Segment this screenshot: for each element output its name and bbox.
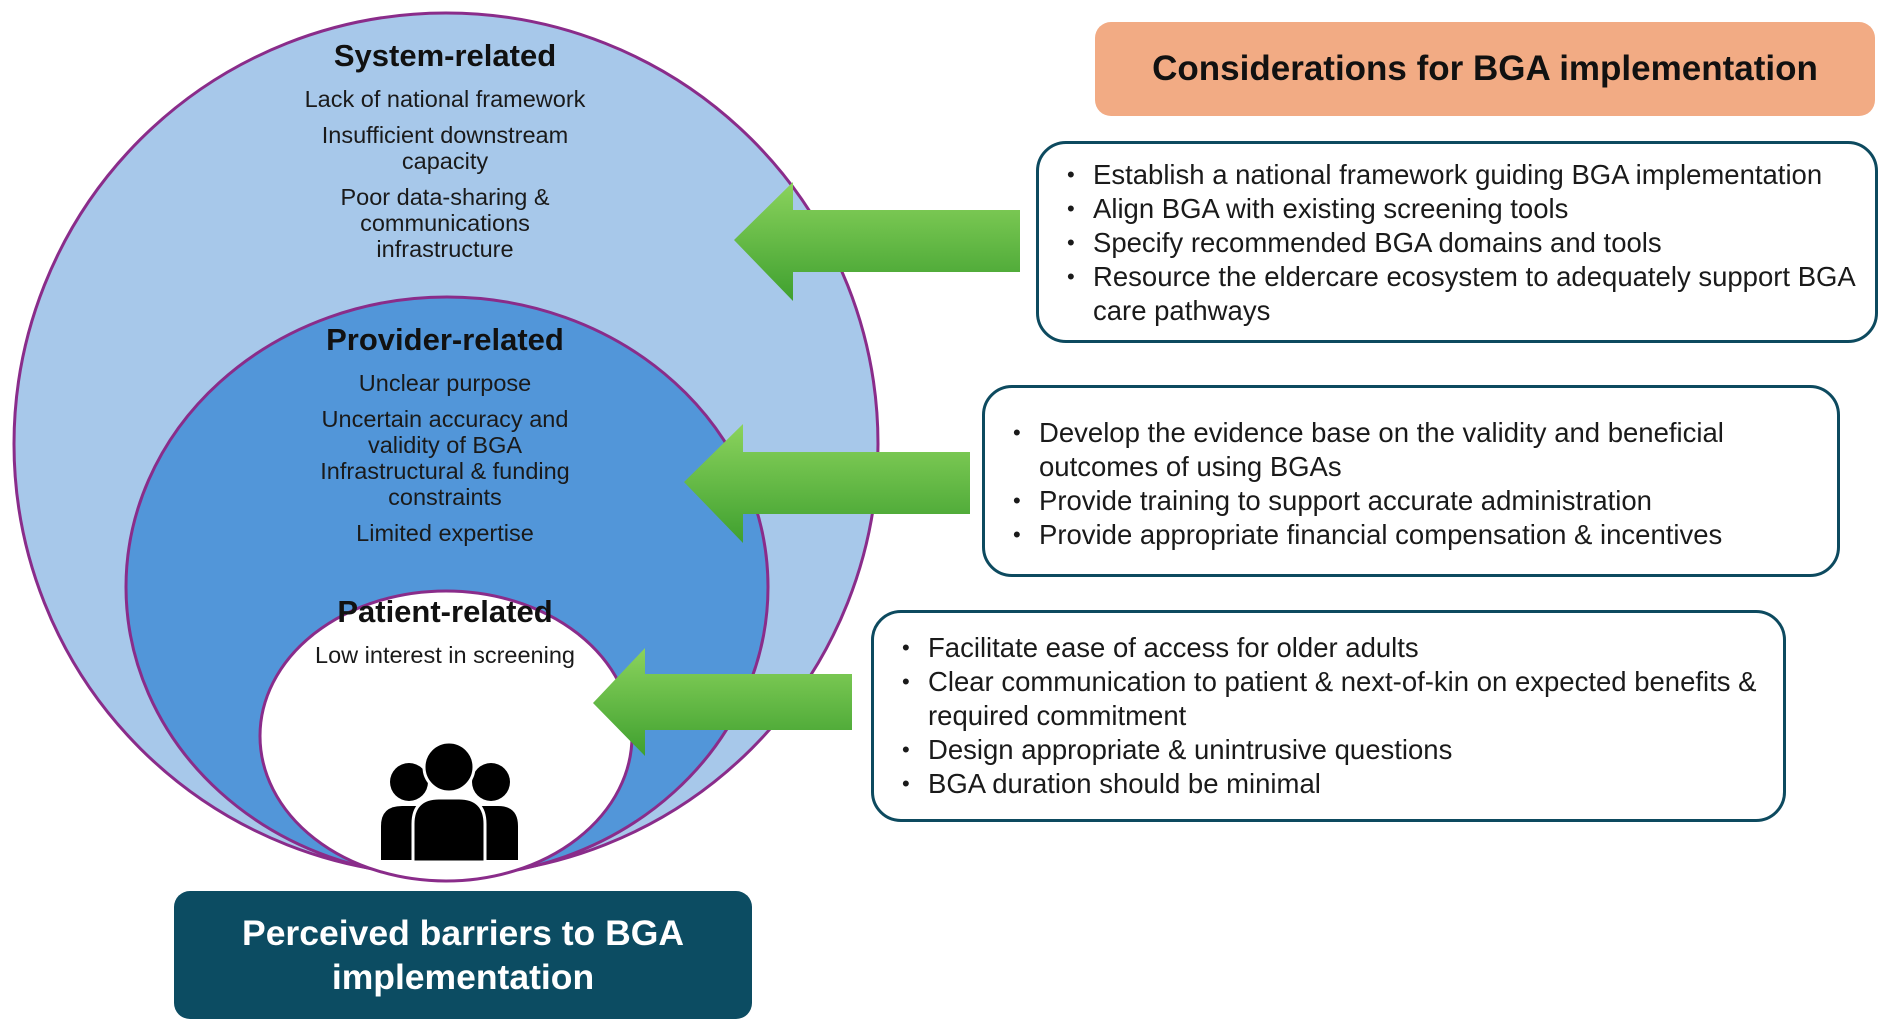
patient-considerations-list: Facilitate ease of access for older adul… (892, 631, 1765, 801)
system-related-section: System-related Lack of national framewor… (290, 38, 600, 272)
provider-barrier-item: Unclear purpose (358, 370, 532, 396)
patient-related-title: Patient-related (337, 594, 553, 629)
system-arrow-icon (734, 182, 1020, 301)
provider-barrier-item: Uncertain accuracy and validity of BGA (321, 406, 569, 458)
patient-related-section: Patient-related Low interest in screenin… (300, 594, 590, 678)
patient-consideration-item: Facilitate ease of access for older adul… (892, 631, 1765, 665)
provider-consideration-item: Provide appropriate financial compensati… (1003, 518, 1819, 552)
system-barrier-item: Poor data-sharing & communications infra… (340, 184, 550, 262)
considerations-header: Considerations for BGA implementation (1095, 22, 1875, 116)
people-group-icon (381, 740, 518, 864)
system-consideration-item: Resource the eldercare ecosystem to adeq… (1057, 260, 1857, 328)
patient-considerations-box: Facilitate ease of access for older adul… (871, 610, 1786, 822)
provider-consideration-item: Develop the evidence base on the validit… (1003, 416, 1819, 484)
provider-consideration-item: Provide training to support accurate adm… (1003, 484, 1819, 518)
provider-considerations-box: Develop the evidence base on the validit… (982, 385, 1840, 577)
system-barrier-item: Lack of national framework (304, 86, 586, 112)
system-consideration-item: Establish a national framework guiding B… (1057, 158, 1857, 192)
system-related-title: System-related (333, 38, 557, 73)
provider-related-section: Provider-related Unclear purpose Uncerta… (290, 322, 600, 556)
patient-barrier-item: Low interest in screening (315, 642, 575, 668)
system-consideration-item: Align BGA with existing screening tools (1057, 192, 1857, 226)
patient-consideration-item: BGA duration should be minimal (892, 767, 1765, 801)
provider-arrow-icon (684, 424, 970, 543)
system-consideration-item: Specify recommended BGA domains and tool… (1057, 226, 1857, 260)
patient-consideration-item: Design appropriate & unintrusive questio… (892, 733, 1765, 767)
system-considerations-box: Establish a national framework guiding B… (1036, 141, 1878, 343)
patient-arrow-icon (593, 648, 852, 756)
perceived-barriers-label: Perceived barriers to BGA implementation (174, 891, 752, 1019)
system-barrier-item: Insufficient downstream capacity (321, 122, 569, 174)
provider-barrier-item: Limited expertise (356, 520, 534, 546)
patient-consideration-item: Clear communication to patient & next-of… (892, 665, 1765, 733)
system-considerations-list: Establish a national framework guiding B… (1057, 158, 1857, 328)
provider-barrier-item: Infrastructural & funding constraints (320, 458, 570, 510)
provider-considerations-list: Develop the evidence base on the validit… (1003, 416, 1819, 552)
provider-related-title: Provider-related (326, 322, 564, 357)
